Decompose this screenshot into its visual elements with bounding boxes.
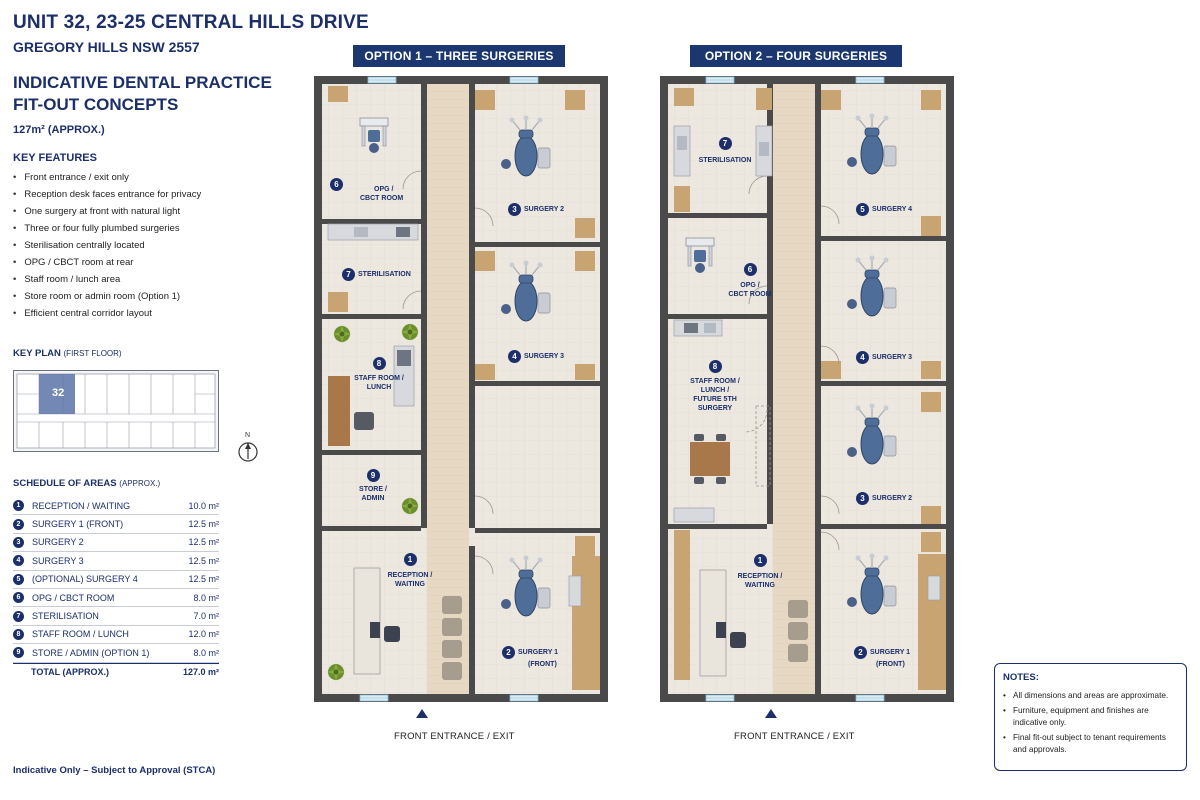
room-number-badge: 8 <box>13 628 24 640</box>
room-number-badge: 1 <box>403 553 417 566</box>
north-label: N <box>245 432 251 439</box>
room-number-badge: 4 <box>856 351 869 364</box>
key-plan-diagram <box>13 370 219 452</box>
notes-box: NOTES: All dimensions and areas are appr… <box>994 663 1187 771</box>
room-number-badge: 9 <box>13 647 24 659</box>
option1-entrance-label: FRONT ENTRANCE / EXIT <box>394 731 515 742</box>
schedule-total-row: TOTAL (APPROX.)127.0 m² <box>13 662 219 681</box>
room-label-opg: 6 OPG / CBCT ROOM <box>330 178 410 202</box>
key-feature-item: Sterilisation centrally located <box>13 239 201 256</box>
room-label-store: 9 STORE / ADMIN <box>359 469 387 502</box>
room-number-badge: 3 <box>13 536 24 548</box>
room-number-badge: 1 <box>13 500 24 512</box>
room-label-reception: 1 RECEPTION / WAITING <box>387 553 433 588</box>
page-subtitle: GREGORY HILLS NSW 2557 <box>13 39 200 55</box>
room-number-badge: 9 <box>366 469 380 482</box>
key-plan-heading: KEY PLAN (FIRST FLOOR) <box>13 348 122 359</box>
key-features-list: Front entrance / exit only Reception des… <box>13 171 201 324</box>
key-plan-unit-label: 32 <box>52 387 65 399</box>
page-title: UNIT 32, 23-25 CENTRAL HILLS DRIVE <box>13 12 369 33</box>
note-item: Furniture, equipment and finishes are in… <box>1003 705 1178 729</box>
option1-header: OPTION 1 – THREE SURGERIES <box>353 45 565 67</box>
room-number-badge: 5 <box>856 203 869 216</box>
option2-entrance-label: FRONT ENTRANCE / EXIT <box>734 731 855 742</box>
key-feature-item: OPG / CBCT room at rear <box>13 256 201 273</box>
note-item: Final fit-out subject to tenant requirem… <box>1003 732 1178 756</box>
option1-floor-plan <box>314 76 608 702</box>
room-number-badge: 2 <box>502 646 515 659</box>
footer-disclaimer: Indicative Only – Subject to Approval (S… <box>13 765 216 776</box>
key-feature-item: Three or four fully plumbed surgeries <box>13 222 201 239</box>
entrance-arrow-icon <box>416 709 428 718</box>
room-number-badge: 8 <box>708 360 722 373</box>
key-feature-item: Front entrance / exit only <box>13 171 201 188</box>
key-feature-item: Efficient central corridor layout <box>13 307 201 324</box>
room-number-badge: 8 <box>372 357 386 370</box>
notes-heading: NOTES: <box>1003 672 1039 683</box>
room-label-staff-room: 8 STAFF ROOM / LUNCH <box>354 357 404 391</box>
note-item: All dimensions and areas are approximate… <box>1003 690 1178 702</box>
room-number-badge: 3 <box>856 492 869 505</box>
key-feature-item: Staff room / lunch area <box>13 273 201 290</box>
schedule-heading: SCHEDULE OF AREAS (APPROX.) <box>13 478 161 489</box>
total-area-label: 127m² (APPROX.) <box>13 124 105 136</box>
room-number-badge: 6 <box>13 592 24 604</box>
entrance-arrow-icon <box>765 709 777 718</box>
north-arrow-icon <box>238 442 258 462</box>
key-feature-item: Reception desk faces entrance for privac… <box>13 188 201 205</box>
room-number-badge: 6 <box>743 263 757 276</box>
room-number-badge: 4 <box>13 555 24 567</box>
option2-header: OPTION 2 – FOUR SURGERIES <box>690 45 902 67</box>
key-feature-item: Store room or admin room (Option 1) <box>13 290 201 307</box>
room-number-badge: 2 <box>854 646 867 659</box>
room-number-badge: 3 <box>508 203 521 216</box>
option2-floor-plan <box>660 76 954 702</box>
room-number-badge: 2 <box>13 518 24 530</box>
concept-title-line2: FIT-OUT CONCEPTS <box>13 95 179 114</box>
concept-title-line1: INDICATIVE DENTAL PRACTICE <box>13 73 272 92</box>
room-label-staff-room: 8 STAFF ROOM / LUNCH / FUTURE 5TH SURGER… <box>690 360 740 412</box>
room-label-reception: 1 RECEPTION / WAITING <box>737 554 783 589</box>
room-number-badge: 5 <box>13 573 24 585</box>
room-number-badge: 7 <box>342 268 355 281</box>
room-number-badge: 7 <box>13 610 24 622</box>
room-label-opg: 6 OPG / CBCT ROOM <box>728 263 772 298</box>
room-number-badge: 7 <box>718 137 732 150</box>
option2-room-labels: 7 STERILISATION 6 OPG / CBCT ROOM 8 STAF… <box>660 76 954 702</box>
room-label-sterilisation: 7 STERILISATION <box>698 137 752 164</box>
key-feature-item: One surgery at front with natural light <box>13 205 201 222</box>
key-plan-unit-highlight <box>39 374 75 414</box>
room-number-badge: 4 <box>508 350 521 363</box>
room-number-badge: 6 <box>330 178 343 191</box>
key-features-heading: KEY FEATURES <box>13 152 97 164</box>
north-arrow: N <box>236 432 260 464</box>
room-number-badge: 1 <box>753 554 767 567</box>
